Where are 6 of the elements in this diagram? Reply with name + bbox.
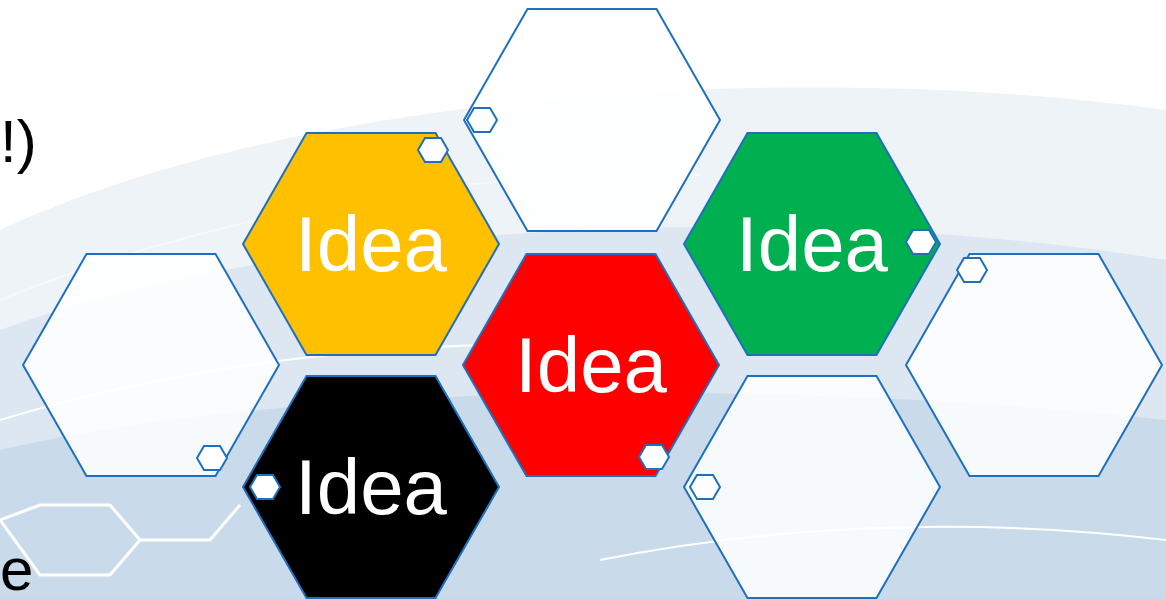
hexagon-text: Idea (295, 205, 447, 283)
text-fragment: !) (0, 112, 37, 172)
hexagon-text: Idea (736, 205, 888, 283)
text-fragment: e (0, 540, 34, 599)
hexagon-text: Idea (295, 448, 447, 526)
hexagon-text: Idea (515, 326, 667, 404)
